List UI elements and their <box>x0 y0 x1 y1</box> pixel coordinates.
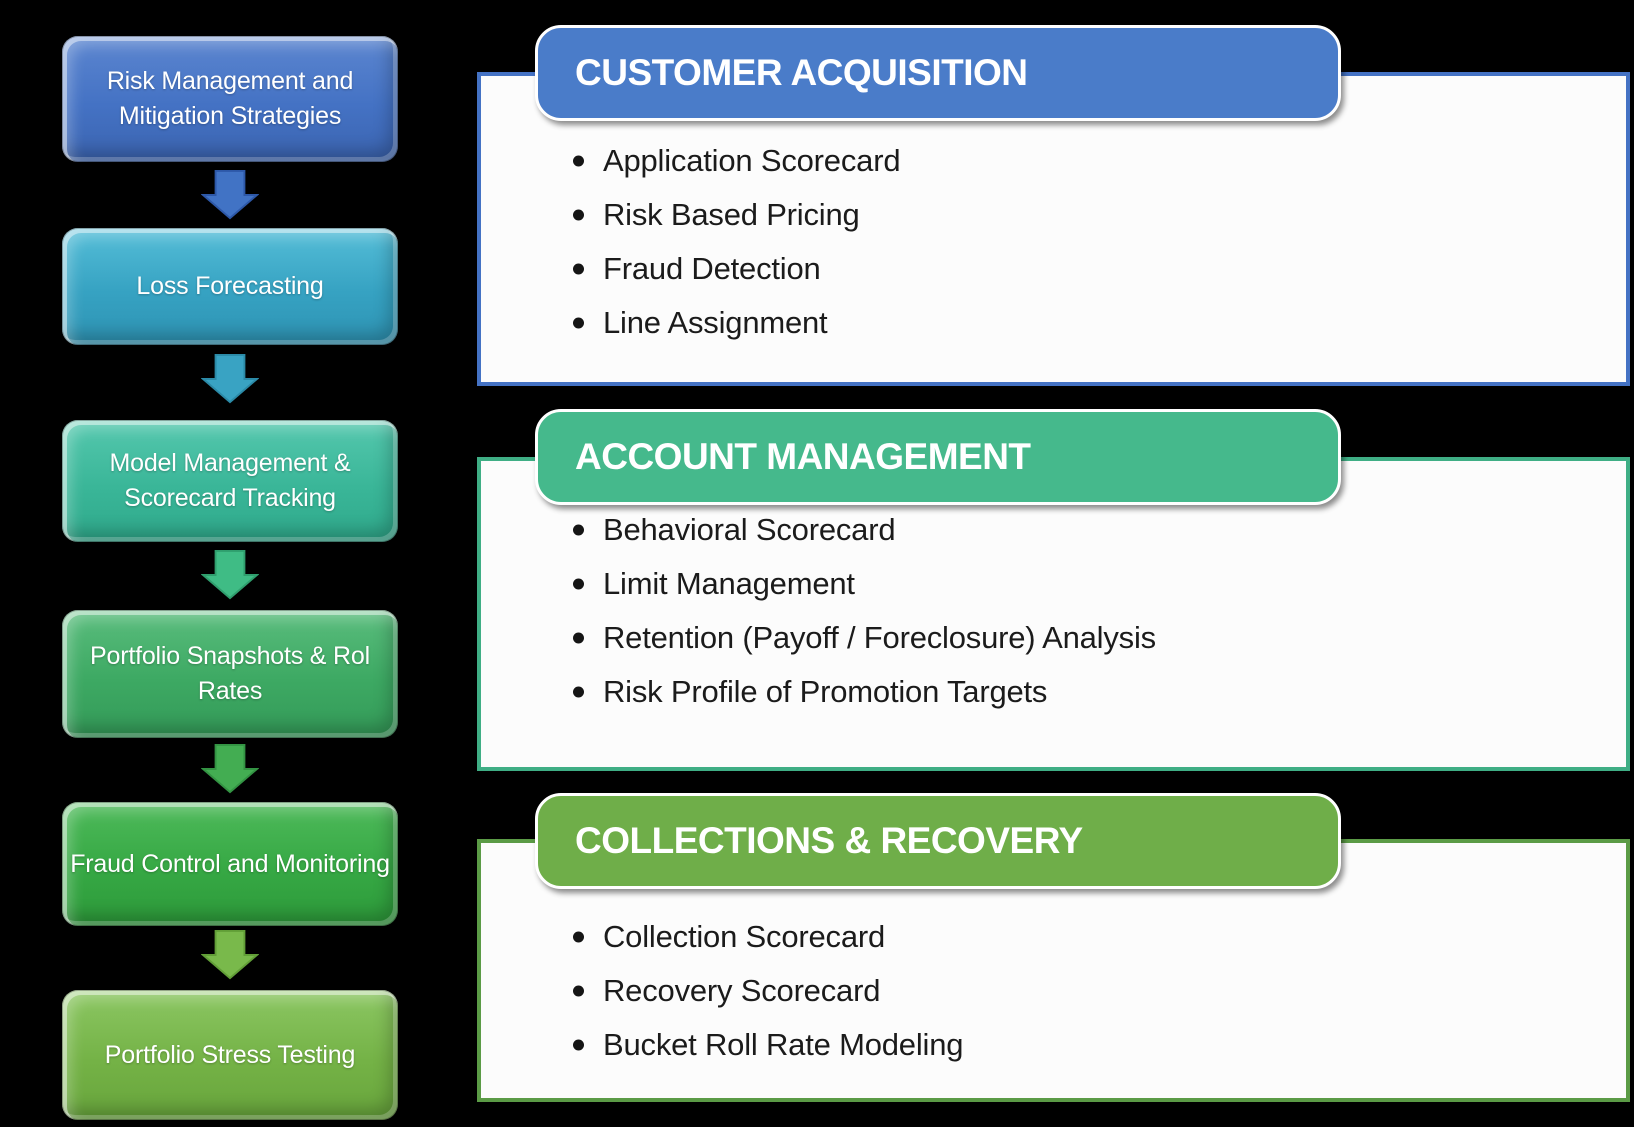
section-header-account-management: ACCOUNT MANAGEMENT <box>535 409 1341 505</box>
flow-step-label: Model Management & Scorecard Tracking <box>109 449 351 512</box>
list-item: Application Scorecard <box>477 134 1630 188</box>
flow-step-fraud-control: Fraud Control and Monitoring <box>62 802 398 926</box>
section-title: ACCOUNT MANAGEMENT <box>575 436 1031 477</box>
bullet-list-customer-acquisition: Application Scorecard Risk Based Pricing… <box>477 134 1630 350</box>
list-item: Limit Management <box>477 557 1630 611</box>
down-arrow-icon <box>201 354 259 404</box>
flow-step-label: Portfolio Stress Testing <box>104 1040 356 1069</box>
list-item: Risk Profile of Promotion Targets <box>477 665 1630 719</box>
down-arrow-icon <box>201 744 259 794</box>
flow-step-portfolio-stress-testing: Portfolio Stress Testing <box>62 990 398 1120</box>
section-title: COLLECTIONS & RECOVERY <box>575 820 1083 861</box>
bullet-list-account-management: Behavioral Scorecard Limit Management Re… <box>477 503 1630 719</box>
list-item: Risk Based Pricing <box>477 188 1630 242</box>
list-item: Line Assignment <box>477 296 1630 350</box>
flow-step-risk-management: Risk Management and Mitigation Strategie… <box>62 36 398 162</box>
section-header-collections-recovery: COLLECTIONS & RECOVERY <box>535 793 1341 889</box>
flow-step-label: Risk Management and Mitigation Strategie… <box>106 67 354 130</box>
flow-step-label: Portfolio Snapshots & Rol Rates <box>90 642 370 705</box>
section-title: CUSTOMER ACQUISITION <box>575 52 1028 93</box>
down-arrow-icon <box>201 930 259 980</box>
bullet-list-collections-recovery: Collection Scorecard Recovery Scorecard … <box>477 910 1630 1072</box>
down-arrow-icon <box>201 170 259 220</box>
list-item: Fraud Detection <box>477 242 1630 296</box>
list-item: Behavioral Scorecard <box>477 503 1630 557</box>
flow-step-label: Loss Forecasting <box>136 272 324 300</box>
flow-step-loss-forecasting: Loss Forecasting <box>62 228 398 345</box>
list-item: Collection Scorecard <box>477 910 1630 964</box>
list-item: Recovery Scorecard <box>477 964 1630 1018</box>
flow-step-model-management: Model Management & Scorecard Tracking <box>62 420 398 542</box>
flow-step-portfolio-snapshots: Portfolio Snapshots & Rol Rates <box>62 610 398 738</box>
list-item: Retention (Payoff / Foreclosure) Analysi… <box>477 611 1630 665</box>
section-header-customer-acquisition: CUSTOMER ACQUISITION <box>535 25 1341 121</box>
list-item: Bucket Roll Rate Modeling <box>477 1018 1630 1072</box>
flow-step-label: Fraud Control and Monitoring <box>70 849 390 878</box>
down-arrow-icon <box>201 550 259 600</box>
